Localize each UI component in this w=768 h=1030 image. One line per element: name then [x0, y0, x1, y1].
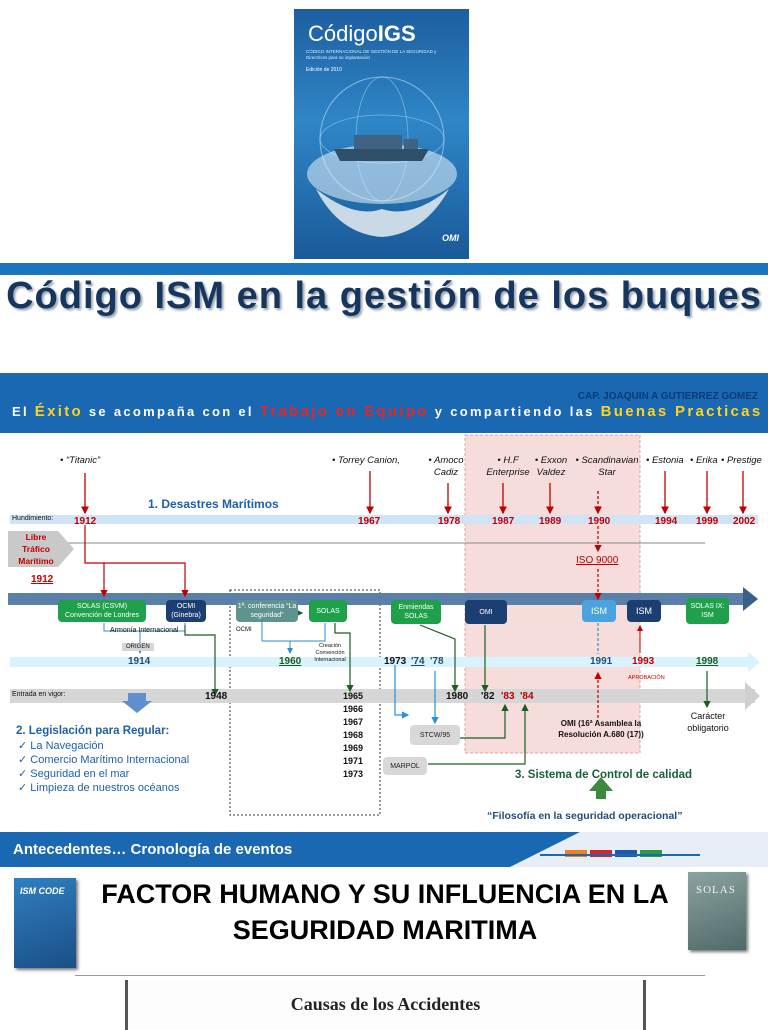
cover-omi-logo: OMI: [442, 233, 459, 243]
ism-code-book-image: ISM CODE: [14, 878, 76, 968]
libre-trafico-label: Libre Tráfico Marítimo: [18, 532, 54, 566]
legislacion-list: ✓ La Navegación ✓ Comercio Marítimo Inte…: [18, 739, 189, 795]
disaster-torrey-canion: • Torrey Canion,: [332, 455, 400, 466]
year-78: '78: [430, 656, 444, 667]
disaster-titanic: • “Titanic”: [60, 455, 101, 466]
section-legislacion: 2. Legislación para Regular:: [16, 725, 170, 737]
entrada-year: '83: [501, 691, 515, 702]
antecedentes-title: Antecedentes… Cronología de eventos: [13, 841, 293, 858]
entrada-year: 1967: [343, 717, 364, 727]
hundimiento-year: 1989: [539, 516, 562, 527]
entrada-year: 1980: [446, 691, 469, 702]
libre-trafico-year: 1912: [31, 574, 54, 585]
aprobacion-label: APROBACIÓN: [628, 675, 665, 681]
box-enmiendas-solas: Enmiendas SOLAS: [391, 600, 441, 624]
entrada-year: 1973: [343, 769, 364, 779]
omi-resolution-note: OMI (16ª Asamblea la Resolución A.680 (1…: [558, 719, 644, 739]
year-1960: 1960: [279, 656, 302, 667]
entrada-year: 1971: [343, 756, 364, 766]
hundimiento-year: 1999: [696, 516, 719, 527]
filosofia-quote: “Filosofía en la seguridad operacional”: [487, 810, 683, 822]
entrada-year: '82: [481, 691, 495, 702]
list-item: ✓ Limpieza de nuestros océanos: [18, 782, 180, 794]
cover-illustration: [307, 76, 457, 237]
box-solas: SOLAS: [309, 600, 347, 622]
box-stcw95: STCW/95: [410, 725, 460, 745]
solas-book-image: SOLAS: [688, 872, 746, 950]
motto-band: CAP. JOAQUIN A GUTIERREZ GOMEZ El Éxito …: [0, 373, 768, 433]
motto: El Éxito se acompaña con el Trabajo en E…: [12, 403, 763, 420]
disaster-exxon-valdez: • Exxon Valdez: [534, 455, 568, 478]
entrada-year: 1969: [343, 743, 364, 753]
hundimiento-year: 1912: [74, 516, 97, 527]
hundimiento-year: 1978: [438, 516, 461, 527]
disaster-hf-enterprise: • H.F Enterprise: [486, 455, 530, 478]
list-item: ✓ Comercio Marítimo Internacional: [18, 754, 190, 766]
box-primera-conferencia: 1ª. conferencia “La seguridad”: [236, 600, 298, 622]
main-title: Código ISM en la gestión de los buques: [6, 275, 762, 317]
entrada-year: 1948: [205, 691, 228, 702]
ocmi-small-label: OCMI: [236, 627, 252, 633]
hundimiento-year: 1994: [655, 516, 678, 527]
box-solas-csvm: SOLAS (CSVM) Convención de Londres: [58, 600, 146, 622]
entrada-year: 1966: [343, 704, 364, 714]
author-credit: CAP. JOAQUIN A GUTIERREZ GOMEZ: [577, 391, 758, 402]
box-ism-1991: ISM: [582, 600, 616, 622]
caracter-obligatorio: Carácter obligatorio: [687, 711, 729, 733]
iso-9000-label: ISO 9000: [576, 555, 619, 566]
box-marpol: MARPOL: [383, 757, 427, 775]
year-1973: 1973: [384, 656, 407, 667]
box-omi: OMI: [465, 600, 507, 624]
divider: [75, 975, 705, 976]
entrada-year: 1968: [343, 730, 364, 740]
factor-humano-title: FACTOR HUMANO Y SU INFLUENCIA EN LA SEGU…: [101, 879, 669, 945]
igs-book-cover: CódigoIGS CÓDIGO INTERNACIONAL DE GESTIÓ…: [294, 9, 469, 259]
diagram-lines: [8, 434, 760, 816]
hundimiento-year: 1987: [492, 516, 515, 527]
chronology-diagram: • “Titanic” • Torrey Canion, • Amoco Cad…: [0, 433, 768, 830]
entrada-year: 1965: [343, 691, 364, 701]
year-1991: 1991: [590, 656, 613, 667]
entrada-label: Entrada en vigor:: [12, 691, 66, 698]
hundimiento-label: Hundimiento:: [12, 515, 54, 522]
box-solas-ix-ism: SOLAS IX: ISM: [686, 598, 729, 624]
entrada-year: '84: [520, 691, 534, 702]
antecedentes-bar: Antecedentes… Cronología de eventos: [0, 832, 768, 867]
disaster-amoco-cadiz: • Amoco Cadiz: [428, 455, 464, 478]
creacion-label: Creación Convención Internacional: [314, 643, 346, 663]
disaster-scandinavian-star: • Scandinavian Star: [575, 455, 639, 478]
causas-panel: Causas de los Accidentes: [125, 980, 646, 1030]
cover-subtitle: CÓDIGO INTERNACIONAL DE GESTIÓN DE LA SE…: [306, 49, 437, 60]
list-item: ✓ La Navegación: [18, 740, 104, 752]
cover-edition: Edición de 2010: [306, 67, 342, 73]
box-ocmi-ginebra: OCMI (Ginebra): [166, 600, 206, 622]
year-1993: 1993: [632, 656, 655, 667]
section-desastres: 1. Desastres Marítimos: [148, 497, 279, 511]
cover-title: CódigoIGS: [308, 21, 416, 46]
year-1998: 1998: [696, 656, 719, 667]
causas-title: Causas de los Accidentes: [290, 994, 481, 1014]
title-top-rule: [0, 263, 768, 275]
hundimiento-year: 1990: [588, 516, 611, 527]
armonia-label: Armonía Internacional: [110, 627, 179, 634]
year-1914: 1914: [128, 656, 151, 667]
list-item: ✓ Seguridad en el mar: [18, 768, 130, 780]
box-ism-1993: ISM: [627, 600, 661, 622]
hundimiento-year: 1967: [358, 516, 381, 527]
disaster-prestige: • Prestige: [721, 455, 762, 466]
bar-decoration: [510, 832, 768, 867]
origen-label: ORIGEN: [122, 643, 154, 651]
disaster-estonia: • Estonia: [646, 455, 684, 466]
year-74: '74: [411, 656, 425, 667]
disaster-erika: • Erika: [690, 455, 718, 466]
hundimiento-year: 2002: [733, 516, 756, 527]
section-control-calidad: 3. Sistema de Control de calidad: [515, 769, 693, 781]
